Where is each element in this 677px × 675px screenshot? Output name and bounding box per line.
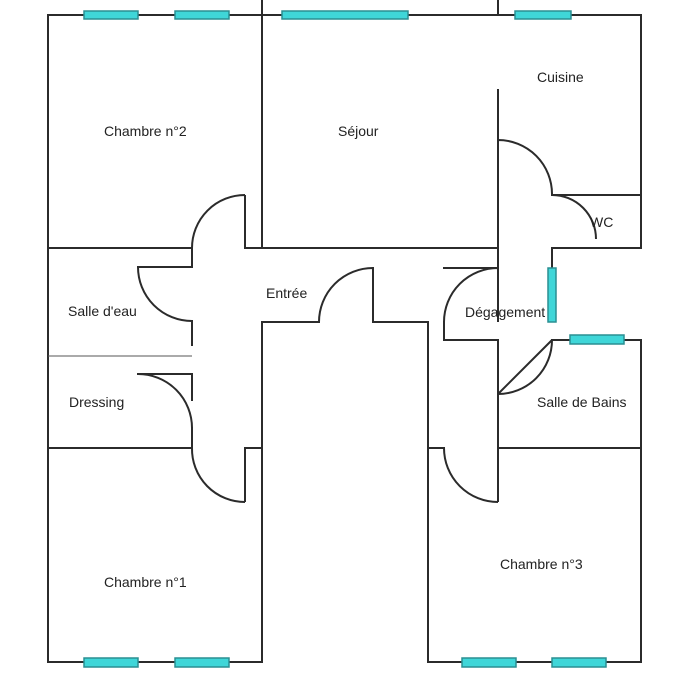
room-label-salle-bains: Salle de Bains bbox=[537, 394, 627, 410]
door-chambre1 bbox=[190, 447, 246, 503]
room-label-degagement: Dégagement bbox=[465, 304, 545, 320]
door-dressing bbox=[137, 373, 193, 429]
window bbox=[551, 657, 607, 668]
door-chambre3 bbox=[443, 447, 499, 503]
window bbox=[83, 10, 139, 20]
door-cuisine bbox=[497, 139, 553, 198]
window bbox=[461, 657, 517, 668]
room-label-chambre1: Chambre n°1 bbox=[104, 574, 187, 590]
door-salle-bains bbox=[497, 339, 553, 395]
room-label-salle-eau: Salle d'eau bbox=[68, 303, 137, 319]
window bbox=[174, 657, 230, 668]
room-label-chambre2: Chambre n°2 bbox=[104, 123, 187, 139]
window bbox=[83, 657, 139, 668]
room-label-sejour: Séjour bbox=[338, 123, 379, 139]
windows bbox=[83, 10, 625, 668]
room-label-chambre3: Chambre n°3 bbox=[500, 556, 583, 572]
room-label-cuisine: Cuisine bbox=[537, 69, 584, 85]
room-label-dressing: Dressing bbox=[69, 394, 124, 410]
doors bbox=[137, 139, 597, 503]
window bbox=[569, 334, 625, 345]
window bbox=[281, 10, 409, 20]
room-labels: Chambre n°2 Séjour Cuisine WC Salle d'ea… bbox=[68, 69, 627, 590]
door-wc bbox=[551, 194, 597, 240]
door-degagement bbox=[443, 267, 499, 323]
room-label-entree: Entrée bbox=[266, 285, 307, 301]
window bbox=[547, 267, 557, 323]
door-chambre2 bbox=[191, 194, 246, 249]
window bbox=[174, 10, 230, 20]
door-entree bbox=[318, 267, 374, 323]
window bbox=[514, 10, 572, 20]
door-salle-eau bbox=[137, 266, 193, 322]
room-label-wc: WC bbox=[590, 214, 613, 230]
